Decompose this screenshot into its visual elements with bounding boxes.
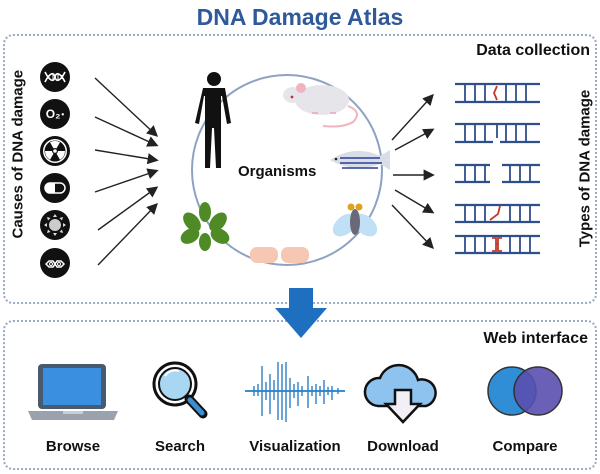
dna-damage-types [455, 82, 540, 255]
page-title: DNA Damage Atlas [196, 4, 404, 30]
pill-capsule-icon [40, 173, 70, 203]
feature-label: Search [154, 438, 206, 455]
chemical-ring-icon [40, 248, 70, 278]
damage-type-crosslink [455, 234, 540, 255]
zebrafish-image [330, 150, 390, 170]
data-collection-diagram [94, 72, 540, 266]
feature-compare[interactable]: Compare [470, 356, 580, 455]
plant-image [180, 202, 230, 251]
radiation-icon [40, 136, 70, 166]
laptop-icon [28, 364, 118, 420]
feature-label: Compare [492, 438, 558, 455]
cells-image [250, 247, 309, 263]
feature-label: Visualization [249, 438, 341, 455]
feature-search[interactable]: Search [125, 356, 235, 455]
organism-cycle [191, 74, 383, 266]
oxygen-text: O₂ [45, 107, 61, 121]
sun-uv-icon [40, 210, 70, 240]
cloud-download-icon [363, 363, 437, 424]
damage-type-base-modification [455, 82, 540, 104]
data-collection-heading: Data collection [476, 42, 590, 59]
dna-helix-icon [40, 62, 70, 92]
flow-down-arrow-icon [275, 288, 327, 338]
damage-type-mismatch [455, 203, 540, 224]
venn-icon [487, 366, 563, 416]
waveform-icon [245, 362, 345, 422]
organisms-label: Organisms [238, 163, 317, 180]
web-interface-heading: Web interface [483, 330, 588, 347]
feature-download[interactable]: Download [348, 356, 458, 455]
damage-arrows [391, 93, 435, 250]
feature-browse[interactable]: Browse [18, 356, 128, 455]
human-silhouette [195, 72, 231, 168]
feature-label: Download [367, 438, 439, 455]
feature-visualization[interactable]: Visualization [240, 356, 350, 455]
magnifier-icon [152, 361, 208, 419]
mouse-image [283, 83, 358, 128]
damage-type-double-strand-break [455, 163, 540, 184]
fruit-fly-image [332, 203, 378, 237]
damage-type-single-strand-break [455, 122, 540, 144]
cause-arrows [94, 77, 159, 266]
oxygen-radical-icon: O₂• [40, 99, 70, 129]
feature-label: Browse [45, 438, 101, 455]
